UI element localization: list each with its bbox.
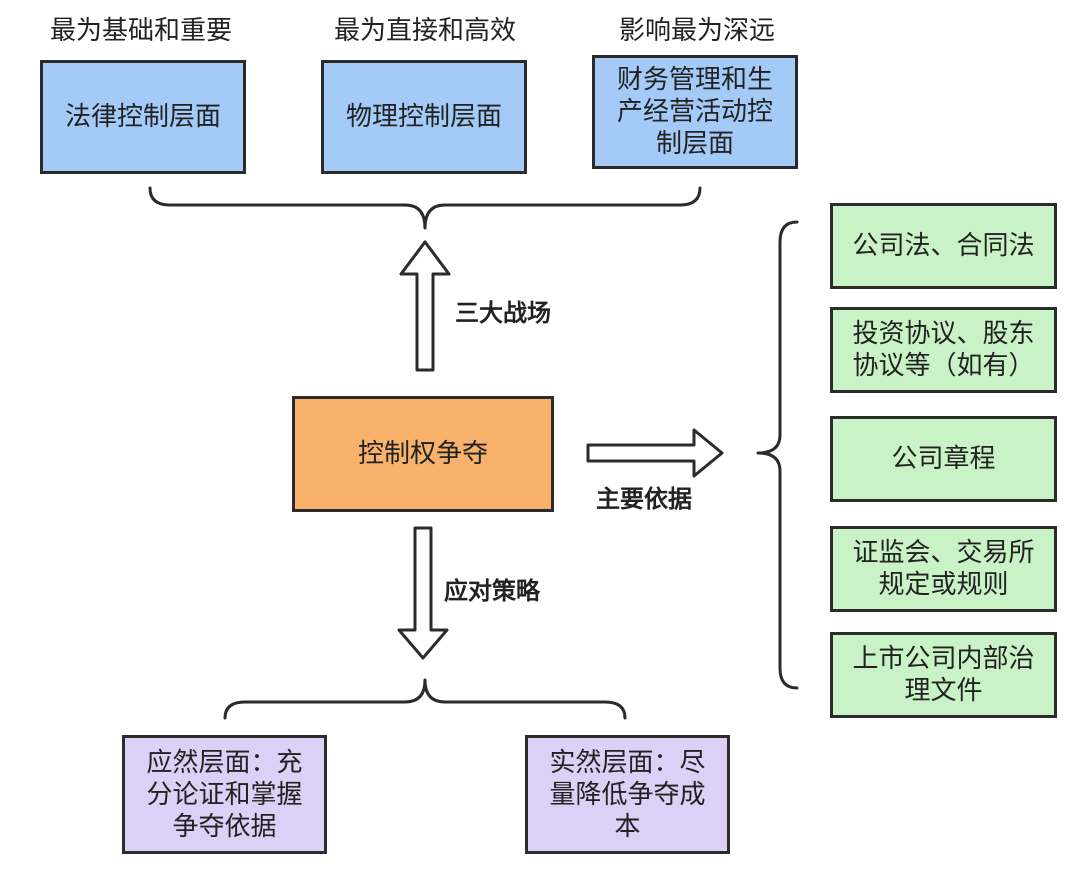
label-main-basis: 主要依据 bbox=[596, 485, 692, 513]
bottom-brace bbox=[223, 678, 627, 720]
box-legal-control: 法律控制层面 bbox=[40, 60, 246, 174]
caption-legal: 最为基础和重要 bbox=[50, 16, 233, 46]
label-three-battlefields: 三大战场 bbox=[455, 299, 551, 327]
box-investment-agreement: 投资协议、股东协议等（如有） bbox=[830, 307, 1057, 393]
box-practical-level: 实然层面：尽量降低争夺成本 bbox=[525, 735, 730, 854]
label-strategies: 应对策略 bbox=[444, 577, 540, 605]
box-physical-control: 物理控制层面 bbox=[321, 60, 527, 174]
right-arrow bbox=[586, 428, 724, 478]
box-financial-control: 财务管理和生产经营活动控制层面 bbox=[592, 55, 798, 169]
box-control-contest: 控制权争夺 bbox=[292, 396, 554, 512]
box-csrc-rules: 证监会、交易所规定或规则 bbox=[830, 526, 1057, 612]
up-arrow bbox=[399, 240, 451, 372]
right-brace bbox=[756, 220, 799, 690]
down-arrow bbox=[397, 526, 449, 660]
box-internal-governance: 上市公司内部治理文件 bbox=[830, 632, 1057, 718]
box-normative-level: 应然层面：充分论证和掌握争夺依据 bbox=[122, 735, 327, 854]
caption-physical: 最为直接和高效 bbox=[334, 16, 517, 46]
box-articles: 公司章程 bbox=[830, 416, 1057, 502]
box-company-law: 公司法、合同法 bbox=[830, 203, 1057, 289]
top-brace bbox=[148, 186, 702, 230]
caption-financial: 影响最为深远 bbox=[619, 16, 776, 46]
